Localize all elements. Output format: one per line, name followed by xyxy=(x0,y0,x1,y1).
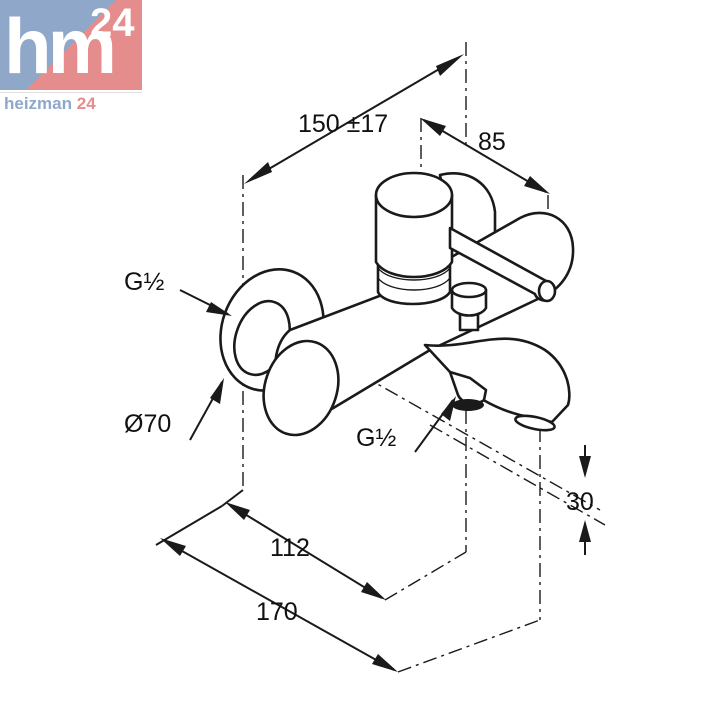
faucet-body xyxy=(219,171,575,437)
arrow-112-left xyxy=(225,502,250,520)
arrow-30-bottom xyxy=(579,520,591,542)
dim-line-112 xyxy=(229,504,383,599)
label-30: 30 xyxy=(566,488,594,516)
ext-170-left xyxy=(155,505,223,546)
label-112: 112 xyxy=(270,534,310,562)
dim-line-85 xyxy=(423,119,547,193)
logo-background xyxy=(0,0,142,90)
center-line-spout xyxy=(429,424,606,526)
logo-brand-text: heizman 24 xyxy=(4,93,96,114)
dimension-labels: 150 ±17 85 G½ Ø70 G½ 30 112 170 xyxy=(124,110,594,626)
lever-end xyxy=(537,279,557,303)
ext-line-112-base xyxy=(384,551,467,601)
arrow-85-right xyxy=(524,176,550,194)
arrow-30-top xyxy=(579,456,591,478)
arrow-85-left xyxy=(420,118,446,136)
ext-112-left xyxy=(221,489,244,507)
diverter-top xyxy=(450,281,488,299)
dim-line-150 xyxy=(249,57,459,181)
label-g12-inlet: G½ xyxy=(124,268,164,296)
valve-cap xyxy=(374,193,454,279)
dimension-lines xyxy=(155,54,591,672)
heizman24-logo: hm 24 heizman 24 xyxy=(0,0,142,114)
label-g12-outlet: G½ xyxy=(356,424,396,452)
arrow-170-left xyxy=(160,538,186,556)
arrow-150-right xyxy=(436,54,464,76)
valve-ring xyxy=(377,267,451,281)
valve-top xyxy=(374,171,454,219)
logo-brand-name: heizman xyxy=(4,94,73,113)
front-end-cap xyxy=(262,339,340,437)
ext-line-170-base xyxy=(397,619,541,673)
arrow-170-right xyxy=(372,654,398,672)
outlet-ring xyxy=(452,399,484,411)
label-d70: Ø70 xyxy=(124,410,171,438)
arrow-112-right xyxy=(361,582,386,600)
logo-brand-number: 24 xyxy=(76,94,96,113)
dim-line-170 xyxy=(165,541,395,671)
arrow-150-left xyxy=(244,162,272,184)
arrow-g12-inlet xyxy=(206,302,232,316)
label-170: 170 xyxy=(256,598,298,626)
logo-mark: hm xyxy=(4,2,117,90)
logo-number: 24 xyxy=(90,1,135,45)
logo-brand-band: heizman 24 xyxy=(0,92,142,114)
label-85: 85 xyxy=(478,128,506,156)
label-150-17: 150 ±17 xyxy=(298,110,388,138)
spout-aerator xyxy=(514,414,556,432)
arrow-d70 xyxy=(210,378,224,404)
valve-ring-2 xyxy=(377,277,451,291)
arrow-g12-outlet xyxy=(441,396,456,421)
